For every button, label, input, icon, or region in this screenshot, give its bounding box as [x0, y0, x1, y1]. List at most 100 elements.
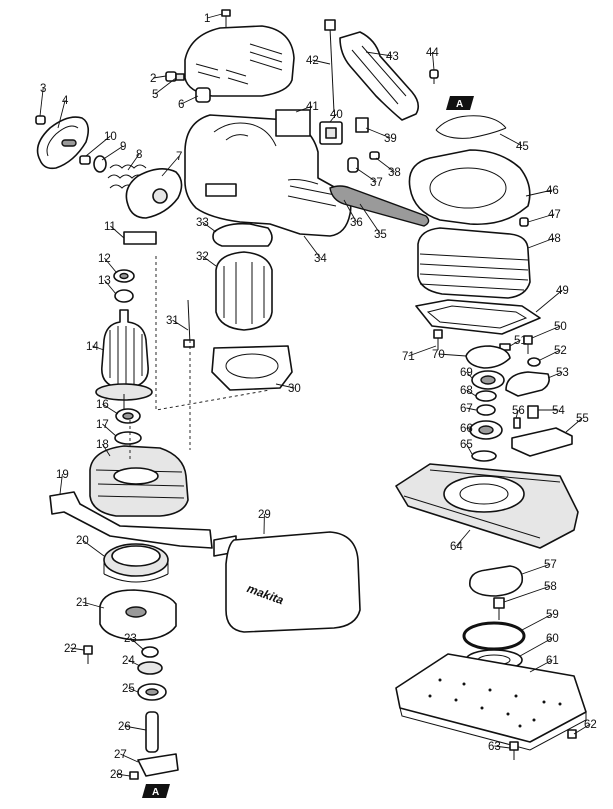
leader-line-24	[128, 659, 141, 667]
leader-line-50	[531, 325, 561, 339]
marker-label: A	[152, 787, 159, 798]
part-screw-62	[567, 729, 577, 739]
callout-number-29: 29	[258, 509, 271, 521]
callout-number-16: 16	[96, 399, 109, 411]
leader-line-49	[535, 289, 563, 313]
callout-number-38: 38	[388, 167, 401, 179]
callout-number-7: 7	[176, 151, 182, 163]
callout-number-40: 40	[330, 109, 343, 121]
part-frame-46	[408, 149, 531, 226]
callout-number-3: 3	[40, 83, 46, 95]
part-screw-3	[35, 115, 46, 125]
leader-line-52	[539, 349, 561, 361]
callout-number-58: 58	[544, 581, 557, 593]
leader-line-9	[101, 145, 124, 161]
marker-a-top: A	[446, 96, 474, 110]
part-o-ring-59	[462, 621, 526, 651]
callout-number-49: 49	[556, 285, 569, 297]
leader-line-19	[59, 473, 63, 495]
leader-line-47	[527, 213, 555, 223]
part-screw-50	[523, 335, 533, 354]
callout-number-57: 57	[544, 559, 557, 571]
leader-line-44	[431, 51, 435, 71]
callout-number-61: 61	[546, 655, 559, 667]
part-lever-53	[505, 371, 550, 397]
callout-number-30: 30	[288, 383, 301, 395]
part-plate-4	[36, 116, 90, 170]
leader-line-28	[116, 773, 131, 777]
leader-line-26	[124, 725, 147, 731]
leader-line-23	[130, 637, 145, 651]
part-screw-31	[183, 299, 195, 348]
part-bearing-69	[471, 370, 505, 390]
callout-number-22: 22	[64, 643, 77, 655]
callout-number-25: 25	[122, 683, 135, 695]
callout-number-52: 52	[554, 345, 567, 357]
callout-number-42: 42	[306, 55, 319, 67]
callout-number-53: 53	[556, 367, 569, 379]
part-screw-42	[324, 19, 336, 113]
part-gear-20	[103, 543, 169, 583]
part-screw-38	[369, 151, 380, 160]
part-collar-23	[141, 646, 159, 658]
part-ring-67	[476, 404, 496, 416]
part-plate-70	[465, 345, 511, 369]
part-terminal-39	[355, 117, 369, 133]
leader-line-16	[102, 403, 119, 415]
part-label-11	[123, 231, 157, 245]
leader-line-20	[82, 539, 105, 557]
part-bearing-16	[115, 408, 141, 424]
leader-line-57	[521, 563, 551, 575]
part-screw-63	[509, 741, 519, 760]
leader-line-59	[521, 613, 553, 631]
part-gasket-49	[415, 299, 541, 335]
leader-line-69	[466, 371, 473, 379]
leader-line-71	[408, 345, 437, 357]
callout-number-20: 20	[76, 535, 89, 547]
leader-line-25	[128, 687, 139, 693]
part-armature-14	[95, 309, 153, 410]
marker-label: A	[456, 99, 463, 110]
leader-line-53	[547, 371, 563, 379]
callout-number-11: 11	[104, 221, 116, 233]
leader-line-67	[466, 407, 477, 411]
part-baffle-30	[211, 345, 293, 391]
part-clip-6	[195, 87, 211, 103]
leader-line-65	[466, 443, 473, 455]
leader-line-13	[104, 279, 117, 295]
leader-line-7	[161, 155, 180, 177]
part-switch-40	[319, 121, 343, 145]
part-insulator-13	[114, 289, 134, 303]
callout-number-12: 12	[98, 253, 111, 265]
part-pin-56	[513, 417, 521, 429]
leader-line-37	[355, 167, 377, 183]
part-screw-28	[129, 771, 139, 780]
leader-line-17	[102, 423, 117, 437]
leader-line-21	[82, 601, 105, 609]
part-screw-22	[83, 645, 93, 664]
callout-number-1: 1	[204, 13, 210, 25]
callout-number-45: 45	[516, 141, 529, 153]
leader-line-11	[110, 225, 125, 239]
callout-number-26: 26	[118, 721, 131, 733]
part-cord-guard-37	[347, 157, 359, 173]
part-gear-housing-18	[89, 445, 189, 517]
callout-number-70: 70	[432, 349, 445, 361]
leader-line-35	[359, 203, 381, 235]
callout-number-59: 59	[546, 609, 559, 621]
leader-line-56	[515, 409, 519, 419]
callout-number-41: 41	[306, 101, 319, 113]
callout-number-54: 54	[552, 405, 565, 417]
callout-number-66: 66	[460, 423, 473, 435]
leader-line-32	[202, 255, 217, 267]
callout-number-65: 65	[460, 439, 473, 451]
callout-number-39: 39	[384, 133, 397, 145]
part-motor-29: makita	[213, 531, 361, 633]
callout-number-18: 18	[96, 439, 109, 451]
callout-number-60: 60	[546, 633, 559, 645]
part-power-cord	[287, 179, 430, 227]
leader-line-60	[519, 637, 553, 657]
leader-line-31	[172, 319, 189, 331]
leader-line-38	[375, 157, 395, 173]
